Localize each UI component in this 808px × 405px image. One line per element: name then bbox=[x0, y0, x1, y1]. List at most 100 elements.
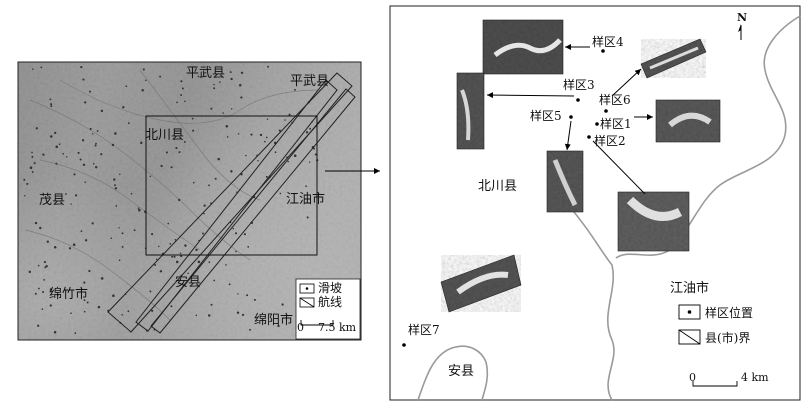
landslide-point bbox=[174, 239, 177, 241]
landslide-point bbox=[70, 312, 72, 315]
landslide-point bbox=[50, 105, 53, 108]
landslide-point bbox=[28, 270, 32, 274]
landslide-point bbox=[217, 157, 220, 161]
landslide-point bbox=[80, 65, 83, 69]
landslide-point bbox=[49, 304, 52, 307]
landslide-point bbox=[287, 160, 289, 163]
landslide-point bbox=[151, 309, 154, 312]
landslide-point bbox=[160, 164, 163, 168]
landslide-point bbox=[38, 287, 40, 290]
landslide-point bbox=[230, 108, 233, 110]
landslide-point bbox=[111, 143, 115, 147]
flight-line-symbol-diagonal bbox=[299, 297, 315, 308]
landslide-point bbox=[40, 66, 43, 69]
landslide-point bbox=[82, 163, 86, 167]
landslide-point bbox=[115, 205, 118, 207]
landslide-point bbox=[264, 140, 266, 143]
sample-image-7 bbox=[440, 254, 522, 313]
landslide-point bbox=[284, 119, 286, 121]
landslide-point bbox=[176, 101, 178, 104]
landslide-point bbox=[53, 330, 57, 334]
label-sample-6: 样区6 bbox=[599, 92, 631, 107]
landslide-point bbox=[94, 144, 97, 147]
landslide-point bbox=[159, 75, 162, 78]
landslide-point bbox=[237, 293, 239, 295]
landslide-point bbox=[118, 259, 121, 262]
sample-image-4 bbox=[482, 19, 564, 75]
landslide-point bbox=[37, 324, 40, 327]
sample-point-6 bbox=[604, 109, 608, 113]
landslide-point bbox=[240, 96, 243, 99]
landslide-point bbox=[187, 272, 189, 275]
sample-images bbox=[440, 19, 721, 313]
landslide-point bbox=[97, 305, 101, 309]
landslide-point bbox=[222, 112, 224, 114]
landslide-point bbox=[84, 239, 88, 242]
landslide-point bbox=[230, 77, 233, 81]
landslide-point bbox=[127, 310, 130, 313]
landslide-point bbox=[82, 78, 85, 81]
label-sample-3: 样区3 bbox=[563, 77, 595, 92]
landslide-point bbox=[35, 127, 38, 130]
label-mianyang: 绵阳市 bbox=[254, 312, 293, 328]
landslide-point bbox=[46, 240, 49, 243]
right-scale-zero: 0 bbox=[689, 371, 696, 384]
landslide-point bbox=[37, 264, 40, 267]
landslide-point bbox=[49, 288, 53, 291]
landslide-point bbox=[49, 98, 52, 101]
landslide-point bbox=[31, 155, 34, 158]
landslide-point bbox=[214, 177, 217, 180]
landslide-point bbox=[225, 264, 227, 266]
landslide-point bbox=[213, 83, 215, 86]
landslide-point bbox=[84, 181, 86, 183]
landslide-point bbox=[58, 143, 61, 145]
landslide-point bbox=[149, 175, 152, 178]
landslide-point bbox=[84, 101, 87, 104]
landslide-point bbox=[127, 122, 130, 125]
landslide-point bbox=[175, 147, 178, 150]
legend-flight-line-label: 航线 bbox=[318, 294, 342, 309]
landslide-point bbox=[118, 227, 120, 229]
landslide-point bbox=[203, 204, 206, 207]
sample-point-4 bbox=[601, 49, 605, 53]
landslide-point bbox=[259, 133, 263, 137]
landslide-point bbox=[207, 314, 211, 317]
label-pingwu-2: 平武县 bbox=[290, 74, 329, 89]
landslide-point bbox=[100, 109, 104, 113]
landslide-point bbox=[175, 260, 179, 264]
landslide-point bbox=[133, 229, 136, 232]
landslide-point bbox=[113, 178, 116, 181]
landslide-point bbox=[279, 192, 282, 195]
landslide-point bbox=[240, 71, 244, 75]
landslide-point bbox=[100, 153, 103, 156]
left-scale-zero: 0 bbox=[297, 321, 304, 334]
landslide-point bbox=[70, 203, 72, 205]
flight-strip-2 bbox=[135, 79, 338, 332]
landslide-point bbox=[277, 324, 280, 328]
landslide-point bbox=[50, 135, 53, 138]
landslide-point bbox=[96, 130, 99, 132]
landslide-point bbox=[80, 230, 83, 232]
legend-sample-location-label: 样区位置 bbox=[705, 305, 753, 320]
landslide-point bbox=[203, 212, 205, 215]
sample-location-points bbox=[402, 49, 608, 347]
landslide-point bbox=[34, 292, 37, 295]
sample-point-1 bbox=[595, 122, 599, 126]
county-boundaries bbox=[417, 15, 801, 401]
landslide-point bbox=[91, 222, 94, 225]
landslide-point bbox=[55, 162, 58, 165]
landslide-point bbox=[130, 192, 133, 195]
landslide-point bbox=[125, 85, 128, 88]
landslide-point bbox=[288, 113, 291, 116]
landslide-point bbox=[94, 165, 98, 169]
landslide-point bbox=[195, 314, 198, 317]
legend-landslide-label: 滑坡 bbox=[318, 281, 342, 295]
landslide-point bbox=[31, 170, 34, 173]
landslide-point bbox=[138, 208, 141, 212]
landslide-point bbox=[88, 269, 91, 273]
boundary-central bbox=[567, 204, 615, 401]
landslide-point bbox=[81, 139, 85, 142]
landslide-point bbox=[250, 133, 253, 136]
landslide-point bbox=[210, 303, 213, 306]
sample-labels: 样区1 样区2 样区3 样区4 样区5 样区6 样区7 bbox=[408, 34, 632, 337]
